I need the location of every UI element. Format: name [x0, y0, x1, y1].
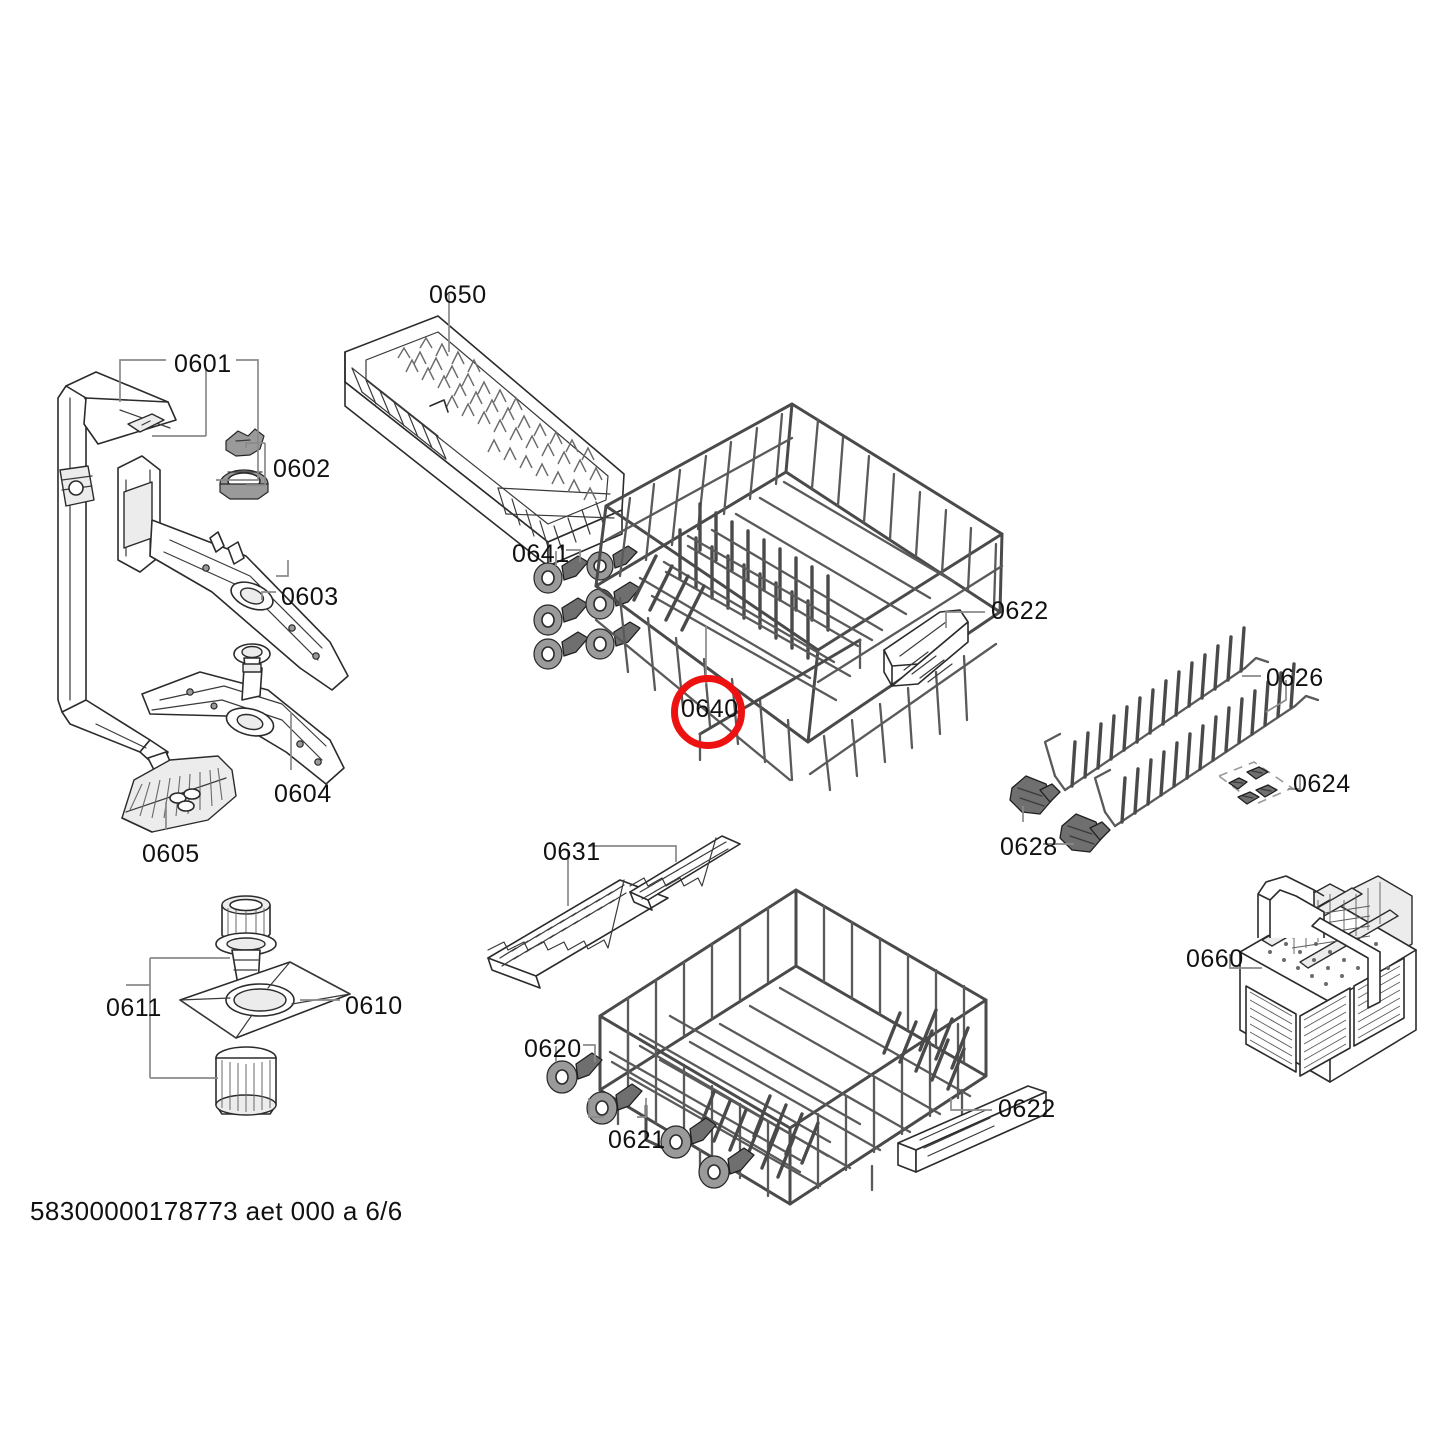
callout-label-0603: 0603	[281, 583, 339, 611]
part-0602-spray-arm-bearing	[219, 428, 269, 500]
highlight-ring-0640	[671, 675, 745, 749]
callout-label-0641: 0641	[512, 540, 570, 568]
part-0603-upper-spray-arm	[117, 455, 349, 691]
part-0640-upper-basket	[594, 402, 1004, 792]
diagram-footer-text: 58300000178773 aet 000 a 6/6	[30, 1196, 403, 1226]
callout-label-0650: 0650	[429, 281, 487, 309]
part-0610-0611-filter-assembly	[179, 895, 351, 1116]
callout-label-0660: 0660	[1186, 945, 1244, 973]
part-0624-retaining-clip-set	[1217, 761, 1294, 805]
callout-label-0620: 0620	[524, 1035, 582, 1063]
callout-label-0624: 0624	[1293, 770, 1351, 798]
part-0660-cutlery-basket	[1239, 875, 1417, 1083]
part-0605-filter-screen	[121, 755, 237, 833]
callout-label-0610: 0610	[345, 992, 403, 1020]
callout-label-0626: 0626	[1266, 664, 1324, 692]
part-lower-basket	[598, 888, 988, 1206]
callout-label-0640: 0640	[681, 695, 739, 723]
part-0628-tine-rack-clips	[1009, 775, 1111, 853]
part-0650-cutlery-tray	[344, 315, 625, 567]
part-0601-water-feed-pipe	[57, 371, 177, 775]
part-0622-handle-upper	[883, 609, 969, 687]
callout-label-0611: 0611	[106, 994, 162, 1022]
callout-label-0602: 0602	[273, 455, 331, 483]
callout-label-0622-upper: 0622	[991, 597, 1049, 625]
part-0604-lower-spray-arm	[141, 663, 345, 785]
callout-label-0605: 0605	[142, 840, 200, 868]
callout-label-0621: 0621	[608, 1126, 666, 1154]
part-0620-0621-rollers	[546, 1052, 755, 1189]
callout-label-0628: 0628	[1000, 833, 1058, 861]
callout-label-0622-lower: 0622	[998, 1095, 1056, 1123]
part-0631-folding-plate-racks	[487, 835, 741, 989]
callout-label-0601: 0601	[174, 350, 232, 378]
callout-label-0631: 0631	[543, 838, 601, 866]
callout-label-0604: 0604	[274, 780, 332, 808]
part-0626-folding-tine-racks	[1043, 626, 1320, 828]
part-0622-handle-lower	[897, 1085, 1047, 1173]
